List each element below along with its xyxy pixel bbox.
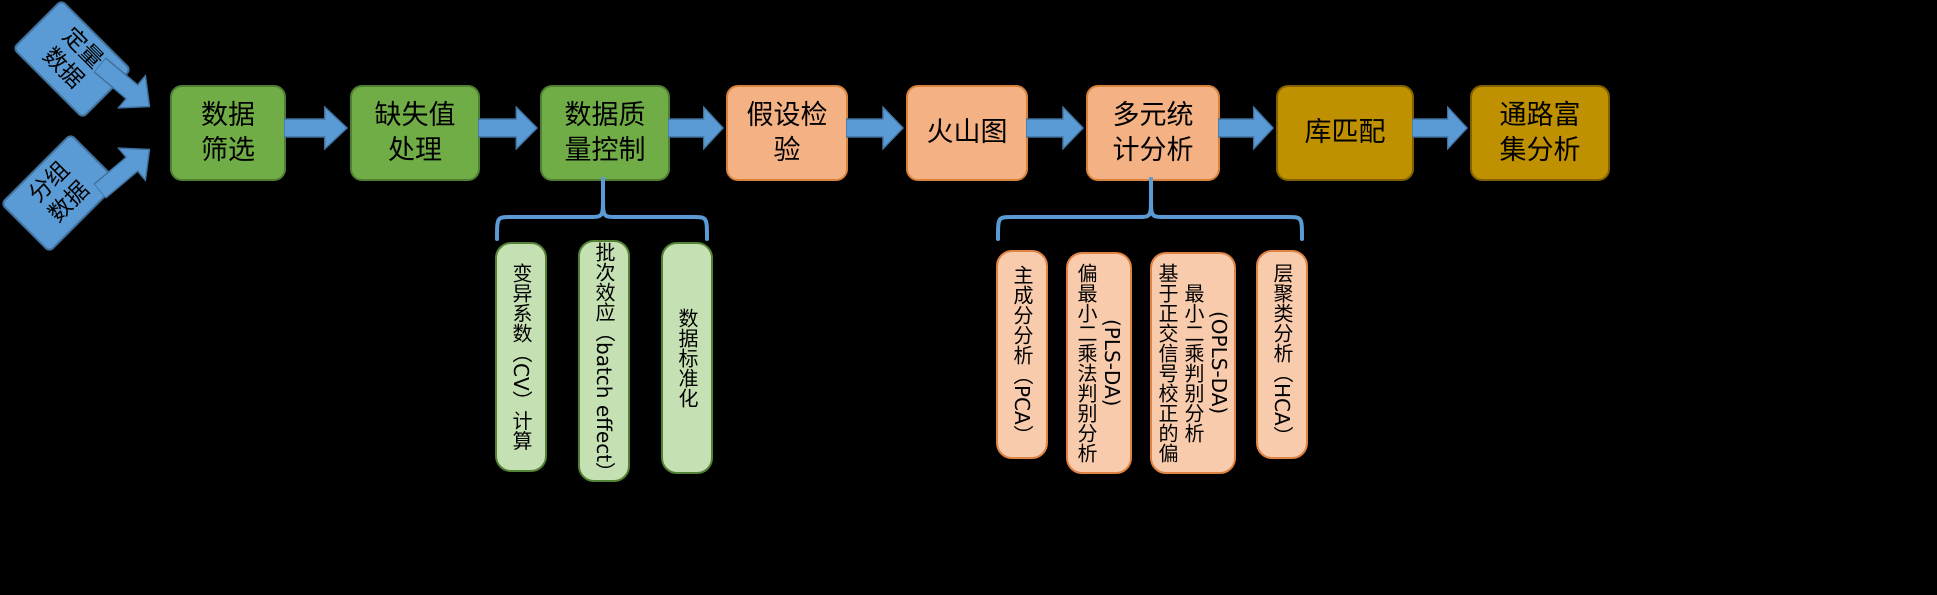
- flow-node-multivariate-analysis: 多元统计分析: [1086, 85, 1220, 181]
- flow-node-volcano-plot: 火山图: [906, 85, 1028, 181]
- brace-qc-icon: [495, 177, 709, 241]
- input-arrow-icon: [92, 147, 151, 200]
- flow-node-label: 假设检验: [746, 99, 828, 166]
- method-label: 批次效应（batch effect）: [592, 242, 616, 483]
- flow-arrow-icon: [846, 106, 904, 150]
- flow-node-label: 数据筛选: [201, 99, 255, 166]
- method-label: 变异系数（CV）计算: [509, 263, 533, 451]
- input-arrow-icon: [92, 56, 151, 109]
- method-box-data-normalization: 数据标准化: [661, 242, 713, 474]
- input-node-label: 分组数据: [24, 157, 95, 228]
- method-label: 偏最小二乘法判别分析(PLS-DA): [1074, 263, 1124, 463]
- flow-node-library-matching: 库匹配: [1276, 85, 1414, 181]
- method-label: 层聚类分析（HCA）: [1270, 263, 1294, 446]
- method-box-opls-da: 基于正交信号校正的偏最小二乘判别分析(OPLS-DA): [1150, 252, 1236, 474]
- flow-node-label: 多元统计分析: [1112, 99, 1194, 166]
- method-box-hca: 层聚类分析（HCA）: [1256, 250, 1308, 459]
- flow-arrow-icon: [1218, 106, 1274, 150]
- flow-arrow-icon: [284, 106, 348, 150]
- flow-node-label: 缺失值处理: [374, 99, 456, 166]
- flow-node-label: 通路富集分析: [1499, 99, 1581, 166]
- flow-node-data-screening: 数据筛选: [170, 85, 286, 181]
- method-box-batch-effect: 批次效应（batch effect）: [578, 240, 630, 482]
- method-label: 数据标准化: [675, 308, 699, 408]
- flow-node-missing-value-handling: 缺失值处理: [350, 85, 480, 181]
- method-label: 主成分分析（PCA）: [1010, 264, 1034, 445]
- brace-mva-icon: [996, 177, 1304, 241]
- flow-node-label: 数据质量控制: [564, 99, 646, 166]
- flow-node-pathway-enrichment: 通路富集分析: [1470, 85, 1610, 181]
- flow-arrow-icon: [478, 106, 538, 150]
- method-box-pls-da: 偏最小二乘法判别分析(PLS-DA): [1066, 252, 1132, 474]
- method-box-pca: 主成分分析（PCA）: [996, 250, 1048, 459]
- flow-node-label: 库匹配: [1304, 117, 1386, 149]
- flow-arrow-icon: [668, 106, 724, 150]
- flow-node-hypothesis-testing: 假设检验: [726, 85, 848, 181]
- flow-arrow-icon: [1412, 106, 1468, 150]
- flow-arrow-icon: [1026, 106, 1084, 150]
- flow-node-label: 火山图: [926, 117, 1008, 149]
- method-label: 基于正交信号校正的偏最小二乘判别分析(OPLS-DA): [1155, 263, 1231, 463]
- flow-node-data-quality-control: 数据质量控制: [540, 85, 670, 181]
- method-box-cv-calculation: 变异系数（CV）计算: [495, 242, 547, 472]
